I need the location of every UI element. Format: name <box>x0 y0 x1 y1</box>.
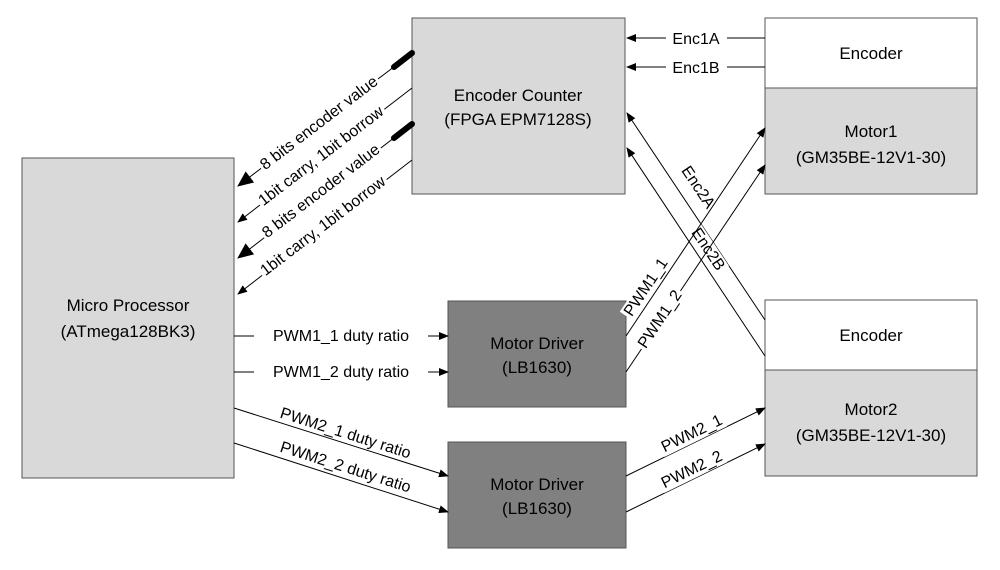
motor-driver1-name: Motor Driver <box>490 334 584 353</box>
label-background <box>257 139 385 243</box>
encoder1-label: Encoder <box>839 44 903 63</box>
motor-driver2-part: (LB1630) <box>502 499 572 518</box>
pwm2-2-duty-signal: PWM2_2 duty ratio <box>233 438 449 514</box>
label-background <box>670 60 722 77</box>
motor-driver1-block: Motor Driver (LB1630) <box>447 300 627 408</box>
pwm1-1-duty-signal: PWM1_1 duty ratio <box>234 328 449 345</box>
pwm2-2-signal: PWM2_2 <box>625 443 766 513</box>
label-background <box>276 404 415 464</box>
motor-driver1-part: (LB1630) <box>502 358 572 377</box>
motor1-block: Motor1 (GM35BE-12V1-30) <box>764 87 978 195</box>
encoder2-block: Encoder <box>764 299 978 371</box>
enc1a-label: Enc1A <box>672 31 719 48</box>
enc2a-label: Enc2A <box>678 163 718 212</box>
motor1-part: (GM35BE-12V1-30) <box>796 148 946 167</box>
encoder2-label: Encoder <box>839 326 903 345</box>
label-background <box>670 31 722 48</box>
encoder-counter-part: (FPGA EPM7128S) <box>444 110 591 129</box>
motor2-name: Motor2 <box>845 400 898 419</box>
enc1b-label: Enc1B <box>672 60 719 77</box>
motor-driver2-name: Motor Driver <box>490 475 584 494</box>
motor-driver2-block: Motor Driver (LB1630) <box>447 441 627 549</box>
label-background <box>676 161 720 214</box>
label-background <box>633 285 687 354</box>
label-background <box>270 328 412 345</box>
micro-processor-block: Micro Processor (ATmega128BK3) <box>21 157 235 479</box>
encoder-counter-block: Encoder Counter (FPGA EPM7128S) <box>411 17 626 195</box>
motor1-name: Motor1 <box>845 122 898 141</box>
encoder1-block: Encoder <box>764 17 978 89</box>
label-background <box>276 438 415 498</box>
label-background <box>253 101 390 211</box>
micro-processor-name: Micro Processor <box>67 296 190 315</box>
motor2-block: Motor2 (GM35BE-12V1-30) <box>764 369 978 477</box>
pwm1-2-duty-label: PWM1_2 duty ratio <box>273 364 409 381</box>
micro-processor-part: (ATmega128BK3) <box>61 322 196 341</box>
label-background <box>255 171 392 281</box>
pwm1-2-duty-signal: PWM1_2 duty ratio <box>234 364 449 381</box>
label-background <box>656 410 728 457</box>
label-background <box>255 71 383 175</box>
label-background <box>619 253 673 322</box>
encoder-counter-name: Encoder Counter <box>454 86 583 105</box>
label-background <box>270 364 412 381</box>
bus1-value: 8 bits encoder value <box>237 50 415 187</box>
label-background <box>656 446 728 493</box>
motor2-part: (GM35BE-12V1-30) <box>796 426 946 445</box>
enc1a-signal: Enc1A <box>626 31 765 48</box>
pwm1-1-duty-label: PWM1_1 duty ratio <box>273 328 409 345</box>
enc1b-signal: Enc1B <box>626 60 765 77</box>
